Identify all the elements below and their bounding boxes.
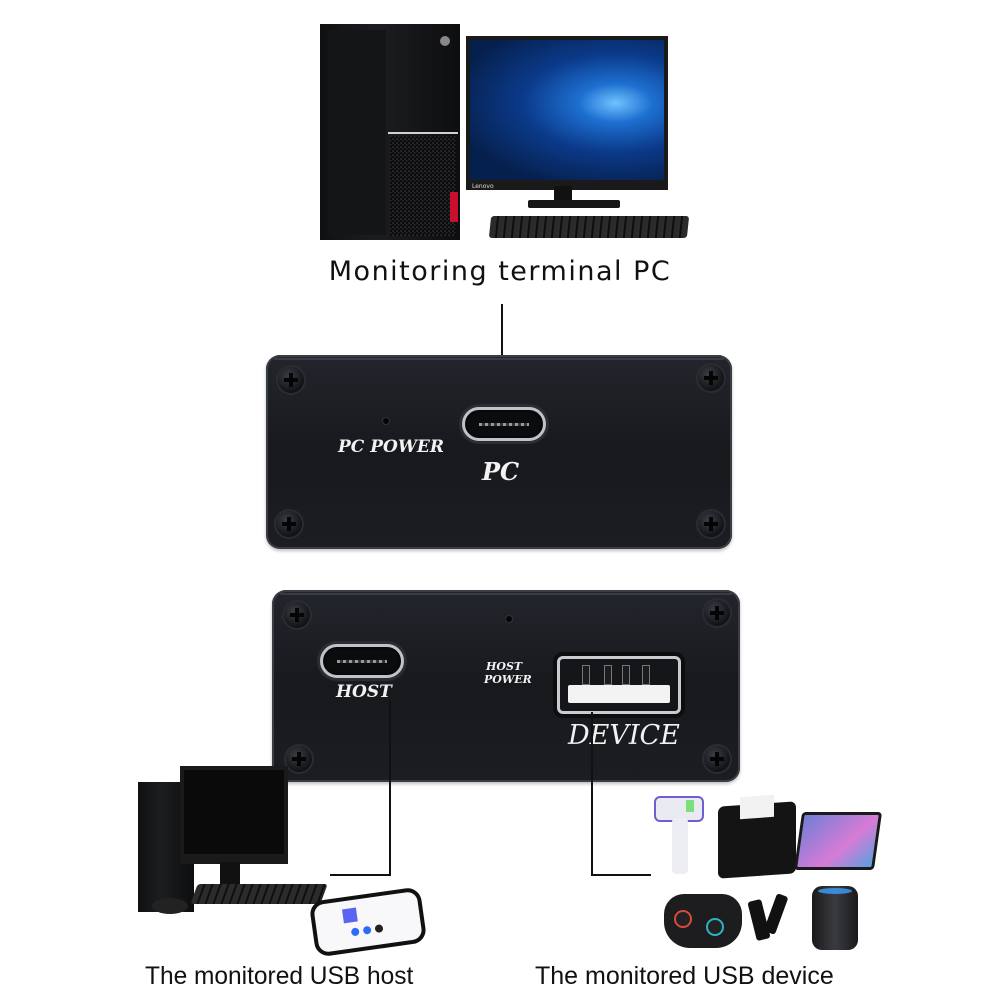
thermometer-icon [654, 796, 704, 876]
host-power-led [506, 616, 512, 622]
screw-icon [276, 511, 302, 537]
pc-tower-icon [320, 24, 460, 240]
screw-icon [286, 746, 312, 772]
mouse-icon [152, 898, 188, 914]
caption-usb-host: The monitored USB host [145, 962, 414, 990]
game-controller-icon [664, 894, 742, 948]
keyboard-icon [488, 216, 690, 238]
host-usb-c-port[interactable] [320, 644, 404, 678]
screw-icon [698, 511, 724, 537]
connector-line-host-vertical [389, 700, 391, 876]
host-port-label: HOST [336, 682, 392, 702]
host-illustration [134, 762, 434, 958]
screw-icon [698, 365, 724, 391]
caption-monitoring-pc: Monitoring terminal PC [328, 256, 672, 287]
host-power-label-line1: HOST [486, 660, 523, 673]
monitoring-pc-illustration: Lenovo [318, 20, 690, 242]
usb-adapter-icon [763, 893, 789, 935]
caption-usb-device: The monitored USB device [535, 962, 834, 990]
receipt-printer-icon [718, 794, 796, 879]
monitor-icon: Lenovo [466, 36, 668, 190]
host-monitor-icon [180, 766, 288, 864]
connector-line-device-horizontal [591, 874, 651, 876]
device-panel-host-device-side: HOST HOST POWER DEVICE [272, 590, 740, 782]
connector-line-host-horizontal [330, 874, 391, 876]
devices-illustration [640, 790, 883, 958]
monitor-brand: Lenovo [472, 183, 494, 190]
pc-power-led [383, 418, 389, 424]
pc-usb-c-port[interactable] [462, 407, 546, 441]
host-keyboard-icon [190, 884, 328, 904]
screw-icon [284, 602, 310, 628]
screw-icon [278, 367, 304, 393]
screw-icon [704, 746, 730, 772]
device-usb-a-port[interactable] [557, 656, 681, 714]
smart-speaker-icon [812, 886, 858, 950]
pc-power-label: PC POWER [338, 437, 445, 457]
tablet-icon [793, 812, 883, 870]
host-power-label-line2: POWER [484, 673, 532, 686]
screw-icon [704, 600, 730, 626]
device-port-label: DEVICE [568, 720, 680, 751]
device-panel-pc-side: PC POWER PC [266, 355, 732, 549]
pc-port-label: PC [482, 457, 520, 486]
connector-line-device-vertical [591, 712, 593, 876]
smartphone-icon [308, 886, 428, 958]
